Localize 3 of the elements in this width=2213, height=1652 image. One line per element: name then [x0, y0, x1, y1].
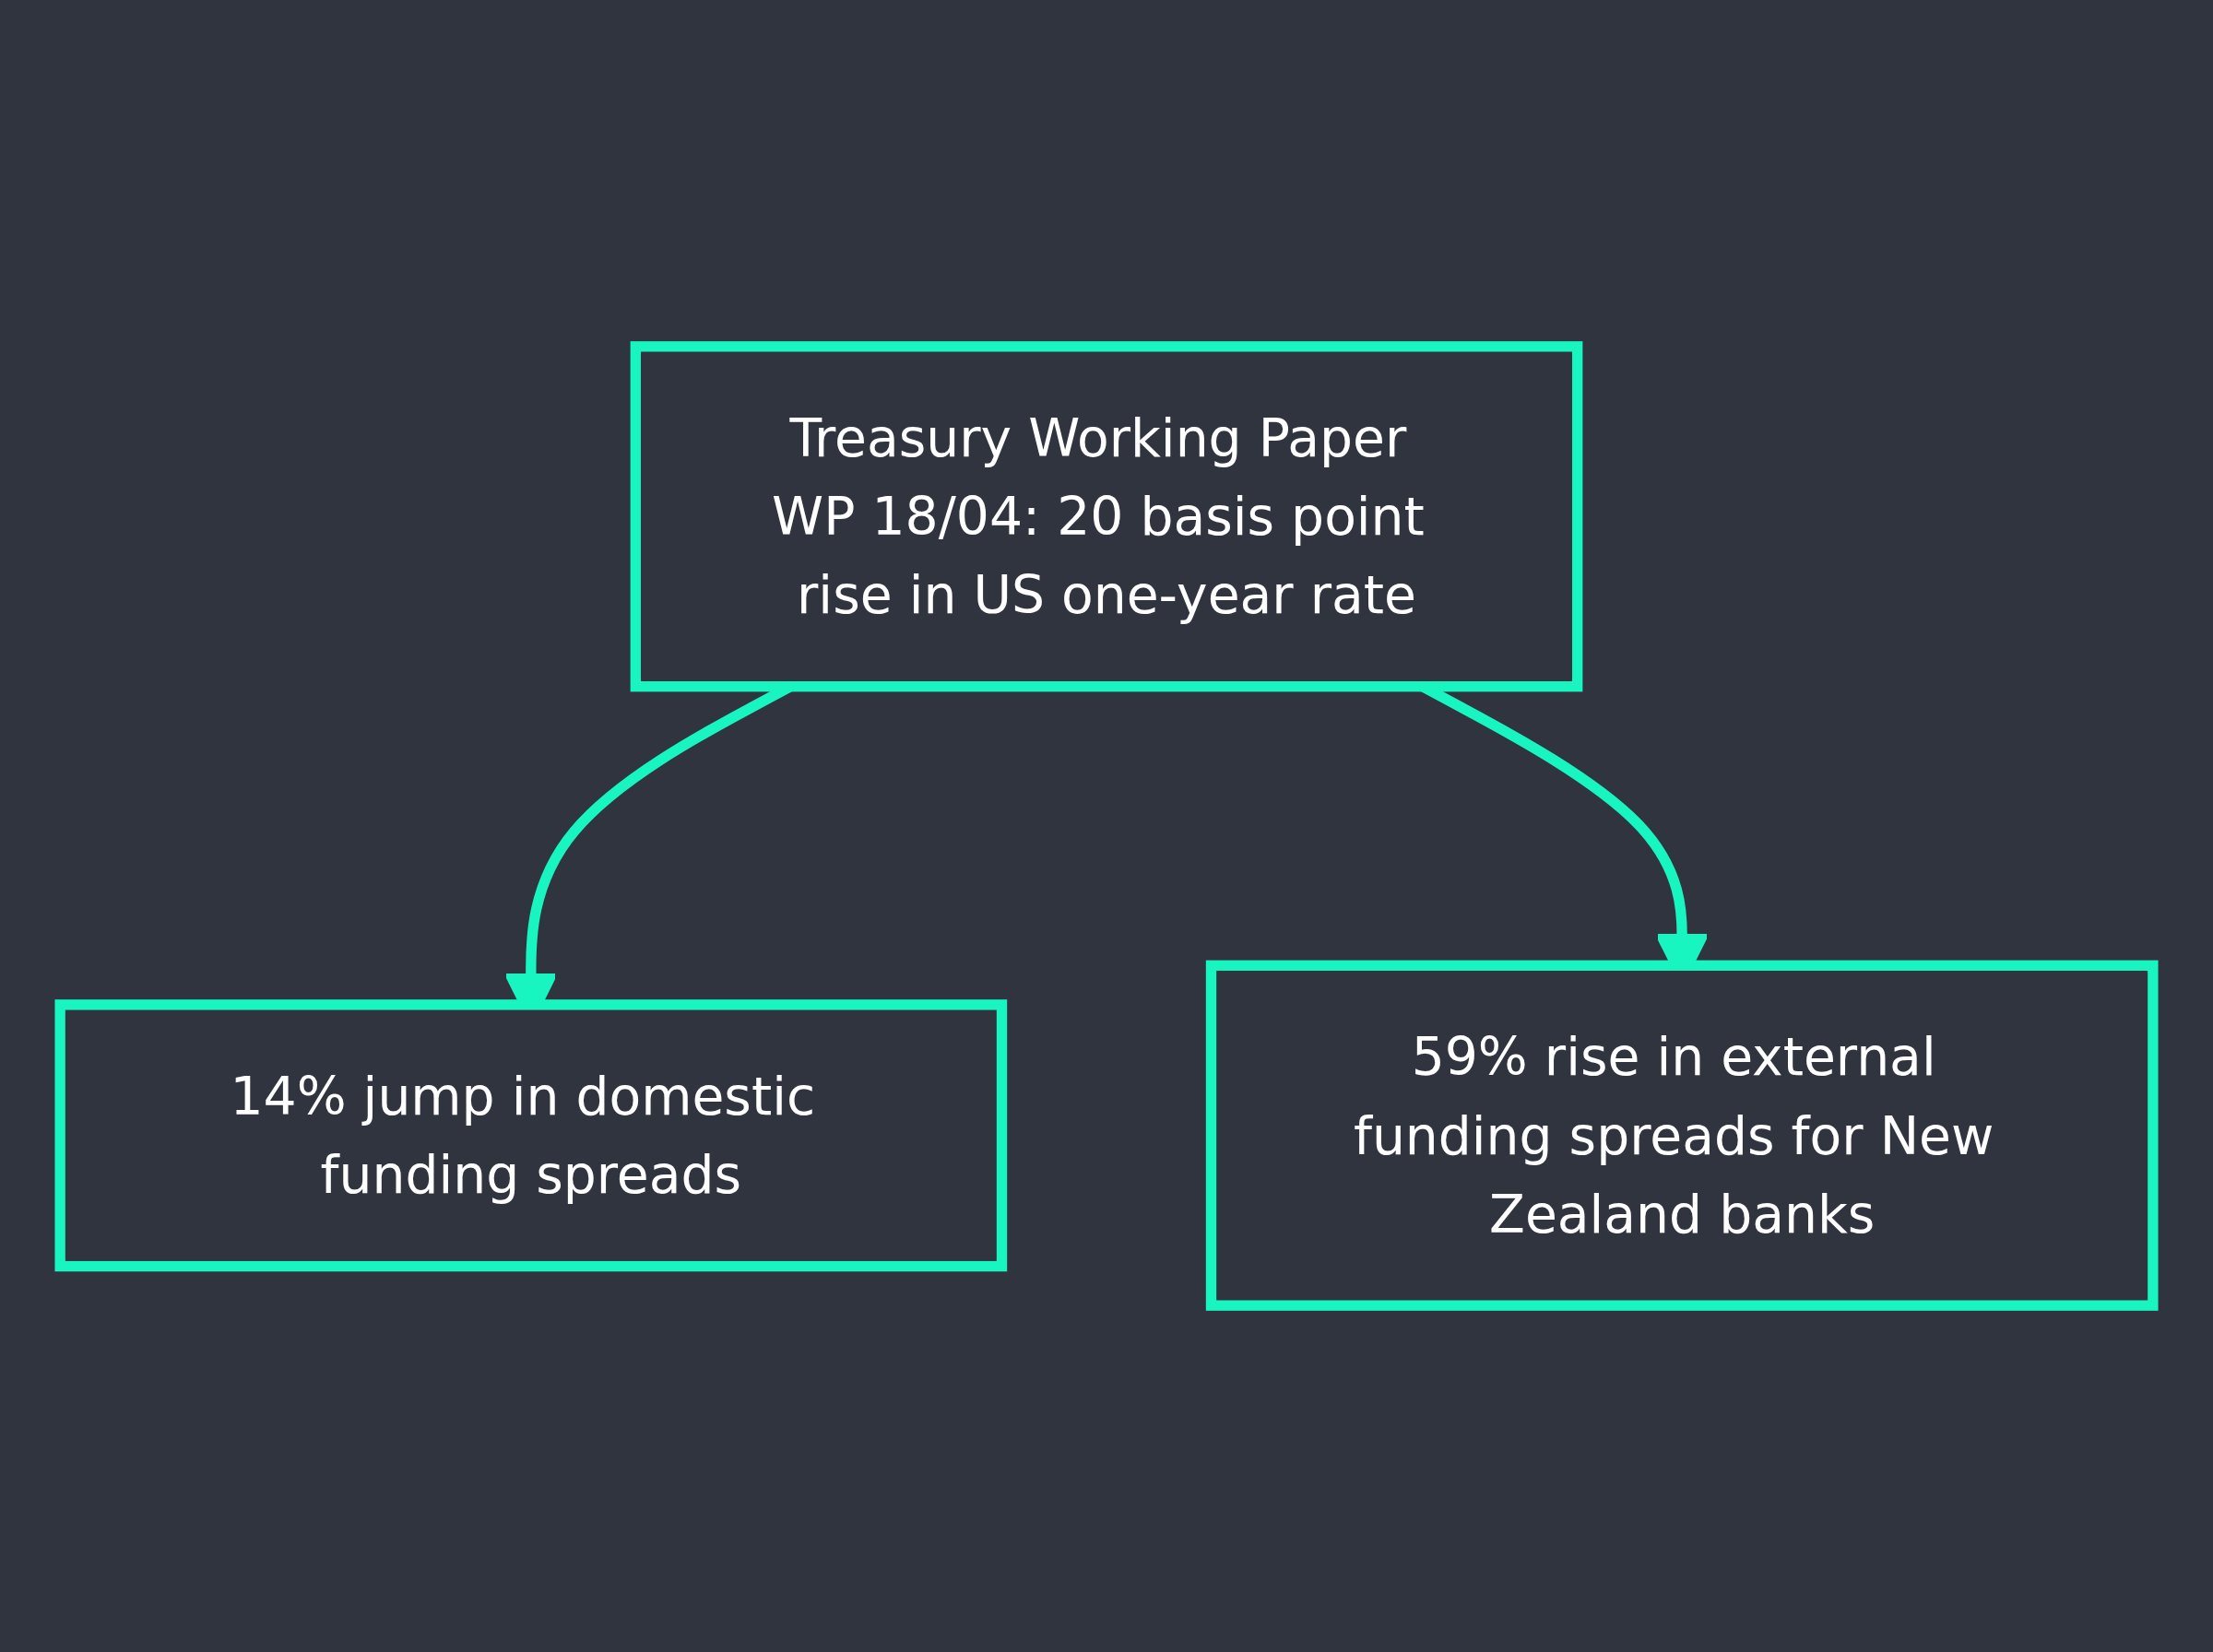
node-box: 14% jump in domestic funding spreads	[54, 999, 1008, 1272]
node-box: Treasury Working Paper WP 18/04: 20 basis point rise in US one-year rate	[630, 341, 1583, 692]
node-box: 59% rise in external funding spreads for New Zealand banks	[1205, 960, 2159, 1311]
